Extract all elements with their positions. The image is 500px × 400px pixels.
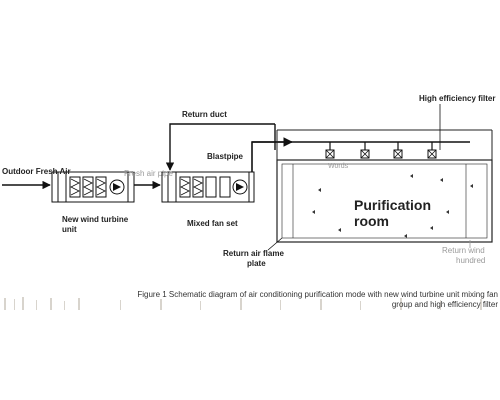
return-duct-line <box>165 123 275 171</box>
purification-room-line2: room <box>354 213 389 230</box>
return-air-plate-pointer <box>267 237 283 251</box>
return-air-flame-plate-label-2: plate <box>247 259 266 268</box>
new-wind-turbine-unit <box>51 171 135 203</box>
mixed-fan-set <box>161 171 255 203</box>
photo-noise-strip <box>4 297 482 310</box>
return-duct-label: Return duct <box>182 110 227 119</box>
purification-room-line1: Purification <box>354 197 432 213</box>
return-air-flame-plate-label-1: Return air flame <box>223 249 284 258</box>
mixed-fan-set-label: Mixed fan set <box>187 219 238 228</box>
caption-line-2: group and high efficiency filter <box>391 299 498 309</box>
hepa-filters <box>325 142 437 159</box>
airflow-markers <box>312 174 473 238</box>
new-wind-turbine-unit-label-1: New wind turbine <box>62 215 129 224</box>
words-label: Words <box>328 163 349 170</box>
return-wind-label-2: hundred <box>456 256 486 265</box>
new-wind-turbine-unit-label-2: unit <box>62 225 77 234</box>
outdoor-fresh-air-label: Outdoor Fresh Air <box>2 167 71 176</box>
purification-room <box>276 129 493 243</box>
high-efficiency-filter-label: High efficiency filter <box>419 94 496 103</box>
figure-caption: Figure 1 Schematic diagram of air condit… <box>60 290 498 309</box>
blastpipe-label: Blastpipe <box>207 152 244 161</box>
return-wind-label-1: Return wind <box>442 246 485 255</box>
caption-line-1: Figure 1 Schematic diagram of air condit… <box>137 290 498 299</box>
purification-room-title: Purification room <box>354 197 431 229</box>
fresh-air-pipe-label: Fresh air pipe <box>124 169 173 178</box>
